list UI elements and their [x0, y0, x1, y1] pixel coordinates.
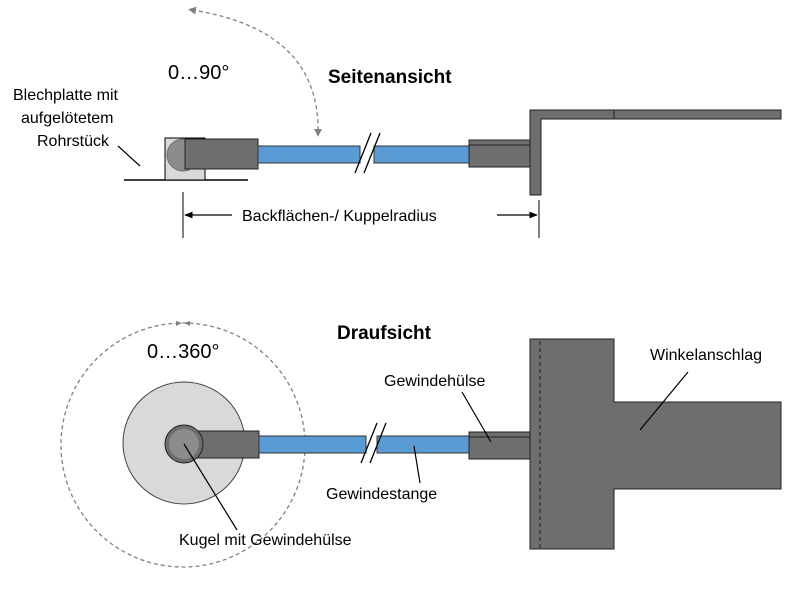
- rod-break-mark-1: [354, 132, 372, 174]
- angle-stop-label: Winkelanschlag: [650, 347, 762, 364]
- top-view: 0…360° Draufsicht Gewindehülse Winkelans…: [60, 321, 782, 568]
- plate-label-line-3: Rohrstück: [37, 133, 110, 150]
- radius-label: Backflächen-/ Kuppelradius: [242, 208, 437, 225]
- thread-sleeve-label: Gewindehülse: [384, 373, 486, 390]
- thread-sleeve: [468, 139, 532, 168]
- plate-label-line-2: aufgelötetem: [21, 110, 114, 127]
- side-angle-label: 0…90°: [168, 62, 229, 84]
- threaded-rod-top-left: [258, 435, 367, 454]
- threaded-rod-leader: [413, 445, 421, 484]
- ball-label: Kugel mit Gewindehülse: [179, 532, 352, 549]
- angle-stop-leader: [639, 371, 689, 431]
- threaded-rod-top-right: [376, 435, 470, 454]
- top-angle-label: 0…360°: [147, 341, 220, 363]
- threaded-rod-label: Gewindestange: [326, 486, 437, 503]
- threaded-rod-right: [373, 145, 471, 164]
- side-view-title: Seitenansicht: [328, 67, 452, 88]
- plate-leader-line: [117, 145, 141, 167]
- angle-stop-side: [529, 109, 782, 196]
- top-view-title: Draufsicht: [337, 323, 432, 344]
- rod-top-break-mark-2: [369, 422, 387, 464]
- rod-break-mark-2: [363, 132, 381, 174]
- angle-stop-top: [529, 338, 782, 550]
- threaded-rod-left: [257, 145, 361, 164]
- ball-leader: [183, 443, 238, 531]
- thread-sleeve-leader: [461, 391, 492, 443]
- ball-thread-sleeve: [184, 138, 259, 170]
- side-rotation-arc: [188, 6, 322, 137]
- top-rotation-arrow-2: [184, 321, 190, 326]
- side-view: 0…90° Seitenansicht Blechplatte mit aufg…: [13, 6, 782, 238]
- thread-sleeve-top: [468, 431, 533, 460]
- top-rotation-arrow-1: [176, 321, 182, 326]
- plate-label-line-1: Blechplatte mit: [13, 87, 118, 104]
- rod-top-break-mark-1: [360, 422, 378, 464]
